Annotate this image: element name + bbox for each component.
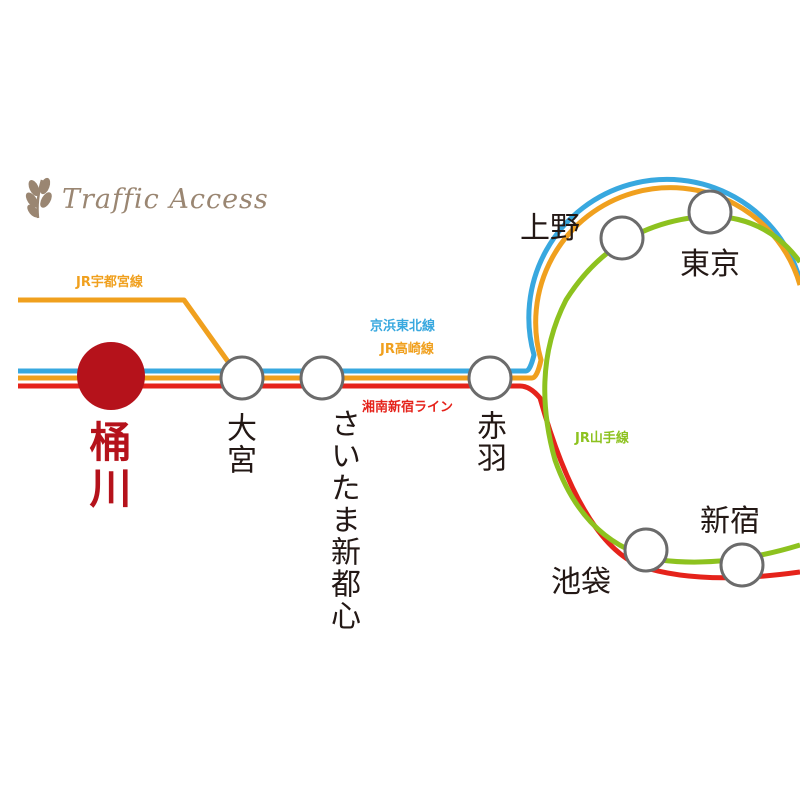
wheat-icon [25,177,52,219]
utsunomiya-line-label: JR宇都宮線 [76,275,143,290]
omiya-station-marker [219,355,265,401]
takasaki-line-label: JR高崎線 [380,342,434,357]
yamanote-line-label: JR山手線 [575,431,629,446]
shonan-shinjuku-line-label: 湘南新宿ライン [362,400,454,415]
saitama-shintoshin-station-marker [299,355,345,401]
shinjuku-station-marker [719,542,765,588]
omiya-station-label: 大宮 [221,412,256,476]
page-title: Traffic Access [62,184,269,215]
keihin-tohoku-line [18,176,800,374]
shinjuku-station-label: 新宿 [700,504,760,539]
ueno-station-marker [599,215,645,261]
tokyo-station-label: 東京 [680,247,740,282]
utsunomiya-line [18,297,237,372]
okegawa-station-label: 桶川 [83,420,132,512]
tokyo-station-marker [687,189,733,235]
yamanote-line [542,213,800,565]
ikebukuro-station-marker [623,527,669,573]
takasaki-line [18,185,800,381]
keihin-tohoku-line-label: 京浜東北線 [370,319,436,334]
ueno-station-label: 上野 [520,211,580,246]
akabane-station-marker [467,355,513,401]
ikebukuro-station-label: 池袋 [551,565,611,600]
akabane-station-label: 赤羽 [471,410,506,474]
okegawa-station-marker [77,342,145,410]
saitama-shintoshin-station-label: さいたま新都心 [325,408,360,632]
